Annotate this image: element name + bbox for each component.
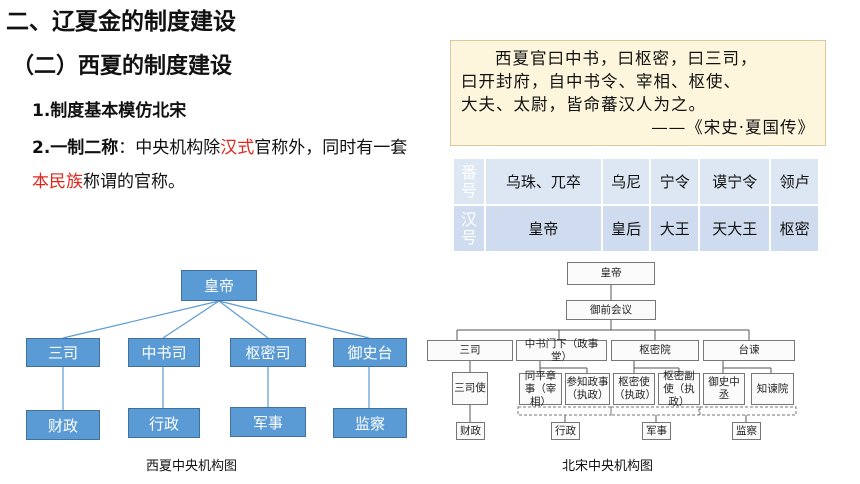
table-row: 汉号 皇帝 皇后 大王 天大王 枢密 xyxy=(452,204,820,253)
song-canzhi-box: 参知政事（执政） xyxy=(565,373,610,405)
table-cell: 领卢 xyxy=(769,157,820,206)
quote-line-2: 曰开封府，自中书令、宰相、枢使、 xyxy=(461,72,741,91)
xixia-zhongshu-box: 中书司 xyxy=(128,338,200,367)
quote-line-3: 大夫、太尉，皆命蕃汉人为之。 xyxy=(461,95,706,114)
table-cell: 乌尼 xyxy=(600,157,652,206)
song-shumi-box: 枢密院 xyxy=(611,340,699,361)
song-sansishi-box: 三司使 xyxy=(452,372,488,405)
point-2-num: 2. xyxy=(32,138,51,158)
row-header-fanhao: 番号 xyxy=(452,157,486,206)
point-2-text-a: ：中央机构除 xyxy=(118,138,221,158)
song-shumishi-box: 枢密使（执政） xyxy=(613,373,656,405)
xixia-chart-caption: 西夏中央机构图 xyxy=(146,459,238,474)
table-cell: 皇后 xyxy=(600,204,652,253)
subsection-heading: （二）西夏的制度建设 xyxy=(12,54,233,79)
point-2: 2.一制二称：中央机构除汉式官称外，同时有一套本民族称谓的官称。 xyxy=(32,131,412,199)
song-supervision-box: 监察 xyxy=(732,422,761,440)
row-header-hanhao: 汉号 xyxy=(452,204,486,253)
song-emperor-box: 皇帝 xyxy=(567,262,655,285)
section-heading: 二、辽夏金的制度建设 xyxy=(6,9,236,35)
xixia-shumi-box: 枢密司 xyxy=(230,338,306,367)
song-military-box: 军事 xyxy=(642,422,671,440)
xixia-military-box: 军事 xyxy=(230,407,306,437)
xixia-finance-box: 财政 xyxy=(26,410,100,440)
xixia-emperor-box: 皇帝 xyxy=(181,270,257,301)
song-finance-box: 财政 xyxy=(456,422,485,440)
song-zaixiang-box: 同平章事（宰相） xyxy=(519,370,562,408)
quote-line-1: 西夏官曰中书，曰枢密，曰三司， xyxy=(495,49,758,68)
history-quote: 西夏官曰中书，曰枢密，曰三司， 曰开封府，自中书令、宰相、枢使、 大夫、太尉，皆… xyxy=(450,40,826,146)
song-council-box: 御前会议 xyxy=(566,300,656,320)
table-cell: 谟宁令 xyxy=(698,157,772,206)
table-cell: 皇帝 xyxy=(484,204,603,253)
song-yushizhongcheng-box: 御史中丞 xyxy=(703,373,745,405)
point-2-red-b: 本民族 xyxy=(32,172,83,192)
song-shumifushi-box: 枢密副使（执政） xyxy=(658,370,700,408)
song-zhijianyuan-box: 知谏院 xyxy=(751,373,794,405)
table-cell: 枢密 xyxy=(769,204,820,253)
title-names-table: 番号 乌珠、兀卒 乌尼 宁令 谟宁令 领卢 汉号 皇帝 皇后 大王 天大王 枢密 xyxy=(452,157,820,253)
song-taijian-box: 台谏 xyxy=(703,340,795,361)
xixia-yushi-box: 御史台 xyxy=(333,338,407,367)
point-2-text-b: 官称外，同时有一套 xyxy=(254,138,408,158)
song-zhongshu-box: 中书门下（政事堂） xyxy=(516,338,607,363)
table-row: 番号 乌珠、兀卒 乌尼 宁令 谟宁令 领卢 xyxy=(452,157,820,206)
song-chart-caption: 北宋中央机构图 xyxy=(562,459,654,474)
table-cell: 大王 xyxy=(649,204,701,253)
xixia-supervision-box: 监察 xyxy=(333,408,407,438)
table-cell: 宁令 xyxy=(649,157,701,206)
table-cell: 乌珠、兀卒 xyxy=(484,157,603,206)
point-1: 1.制度基本模仿北宋 xyxy=(32,101,187,121)
song-admin-box: 行政 xyxy=(551,422,580,440)
table-cell: 天大王 xyxy=(698,204,772,253)
quote-source: ——《宋史·夏国传》 xyxy=(651,118,815,137)
point-2-red-a: 汉式 xyxy=(220,138,255,158)
xixia-sansi-box: 三司 xyxy=(26,338,100,367)
song-sansi-box: 三司 xyxy=(427,340,513,361)
point-2-text-c: 称谓的官称。 xyxy=(83,172,185,192)
point-2-bold: 一制二称 xyxy=(50,138,119,158)
xixia-admin-box: 行政 xyxy=(128,408,200,438)
